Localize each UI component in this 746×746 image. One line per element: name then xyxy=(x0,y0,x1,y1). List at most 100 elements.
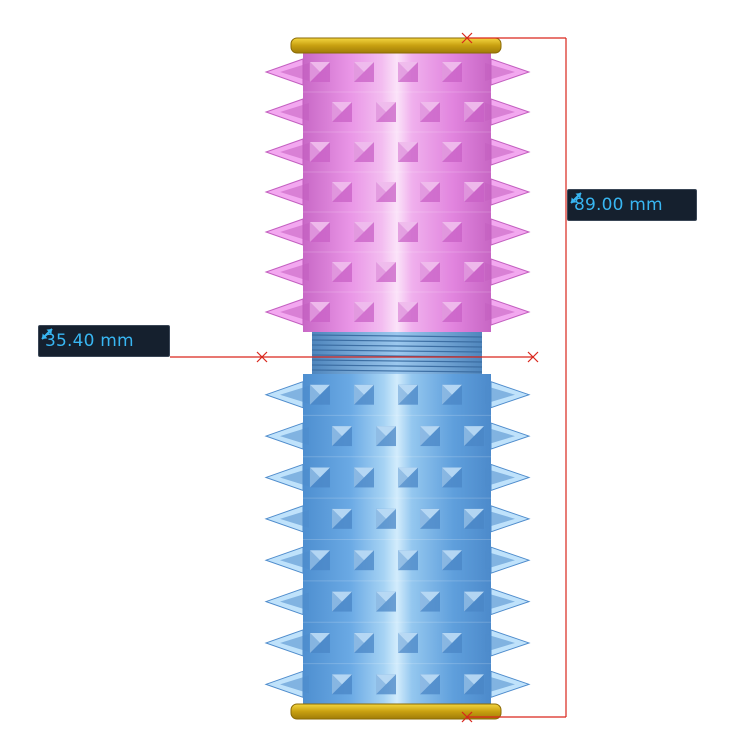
pyramid-face xyxy=(398,302,418,312)
pyramid-face xyxy=(310,302,330,312)
spike-shade xyxy=(485,303,515,321)
pyramid-face xyxy=(310,384,330,395)
pyramid-face xyxy=(332,674,352,685)
pyramid-face xyxy=(442,142,462,152)
pyramid-face xyxy=(464,182,484,192)
pyramid-face xyxy=(464,508,474,529)
measure-point-marker xyxy=(461,32,473,44)
spike-shade xyxy=(485,183,515,201)
pyramid-face xyxy=(442,142,452,162)
pyramid-face xyxy=(442,384,462,395)
diameter-measurement-label[interactable]: 35.40 mm xyxy=(38,325,170,357)
spike-shade xyxy=(280,385,309,404)
diameter-value: 35.40 mm xyxy=(45,331,134,351)
spike-shade xyxy=(280,592,309,611)
pyramid-face xyxy=(464,426,474,447)
pyramid-face xyxy=(420,102,440,112)
pyramid-face xyxy=(420,508,430,529)
pyramid-face xyxy=(310,550,330,561)
pyramid-face xyxy=(398,142,418,152)
pyramid-face xyxy=(332,508,342,529)
pyramid-face xyxy=(332,591,342,612)
pyramid-face xyxy=(354,222,374,232)
pyramid-face xyxy=(464,591,474,612)
bottom-end-cap xyxy=(290,703,502,720)
spike-shade xyxy=(280,63,309,81)
pyramid-face xyxy=(332,674,342,695)
pyramid-face xyxy=(354,467,364,488)
spiked-tube-model[interactable] xyxy=(264,37,531,720)
pyramid-face xyxy=(332,591,352,602)
pyramid-face xyxy=(464,102,484,112)
top-end-cap xyxy=(290,37,502,54)
pyramid-face xyxy=(442,467,452,488)
tube-body xyxy=(303,52,491,332)
pyramid-face xyxy=(420,591,440,602)
pyramid-face xyxy=(420,262,440,272)
pyramid-face xyxy=(310,62,330,72)
pyramid-face xyxy=(442,632,462,643)
pyramid-face xyxy=(464,591,484,602)
spike-shade xyxy=(485,427,515,446)
pyramid-face xyxy=(354,62,364,82)
pyramid-face xyxy=(376,508,396,519)
pyramid-face xyxy=(354,142,364,162)
pyramid-face xyxy=(310,384,320,405)
pyramid-face xyxy=(398,222,418,232)
measure-point-marker xyxy=(527,351,539,363)
spike-shade xyxy=(280,143,309,161)
pyramid-face xyxy=(376,591,396,602)
pyramid-face xyxy=(398,550,408,571)
pyramid-face xyxy=(332,426,352,437)
pyramid-face xyxy=(332,182,352,192)
pyramid-face xyxy=(420,674,430,695)
thread-body xyxy=(312,332,482,374)
pyramid-face xyxy=(376,591,386,612)
pyramid-face xyxy=(442,302,452,322)
spike-shade xyxy=(280,633,309,652)
pyramid-face xyxy=(310,222,320,242)
pyramid-face xyxy=(376,102,396,112)
pyramid-face xyxy=(464,508,484,519)
pyramid-face xyxy=(464,426,484,437)
spike-shade xyxy=(485,143,515,161)
thread-section xyxy=(311,332,483,374)
pyramid-face xyxy=(376,262,396,272)
pyramid-face xyxy=(442,222,452,242)
pyramid-face xyxy=(442,632,452,653)
height-measurement-label[interactable]: 89.00 mm xyxy=(567,189,697,221)
pyramid-face xyxy=(354,302,374,312)
pyramid-face xyxy=(332,262,342,282)
height-value: 89.00 mm xyxy=(574,195,663,215)
spike-shade xyxy=(485,675,515,694)
spike-shade xyxy=(280,303,309,321)
spike-shade xyxy=(485,103,515,121)
pyramid-face xyxy=(420,591,430,612)
pyramid-face xyxy=(354,62,374,72)
spike-shade xyxy=(280,103,309,121)
pyramid-face xyxy=(442,222,462,232)
pyramid-face xyxy=(464,182,474,202)
spike-shade xyxy=(280,263,309,281)
pyramid-face xyxy=(442,550,462,561)
pyramid-face xyxy=(310,142,330,152)
pyramid-face xyxy=(332,508,352,519)
spike-shade xyxy=(485,63,515,81)
pyramid-face xyxy=(354,632,374,643)
spike-shade xyxy=(485,551,515,570)
pyramid-face xyxy=(442,550,452,571)
pyramid-face xyxy=(420,262,430,282)
pyramid-face xyxy=(398,62,418,72)
pyramid-face xyxy=(310,142,320,162)
spike-shade xyxy=(485,385,515,404)
spike-shade xyxy=(485,592,515,611)
pyramid-face xyxy=(354,302,364,322)
pyramid-face xyxy=(420,182,440,192)
spike-shade xyxy=(280,427,309,446)
pyramid-face xyxy=(376,182,396,192)
pyramid-face xyxy=(442,62,452,82)
pyramid-face xyxy=(376,674,396,685)
pyramid-face xyxy=(420,508,440,519)
